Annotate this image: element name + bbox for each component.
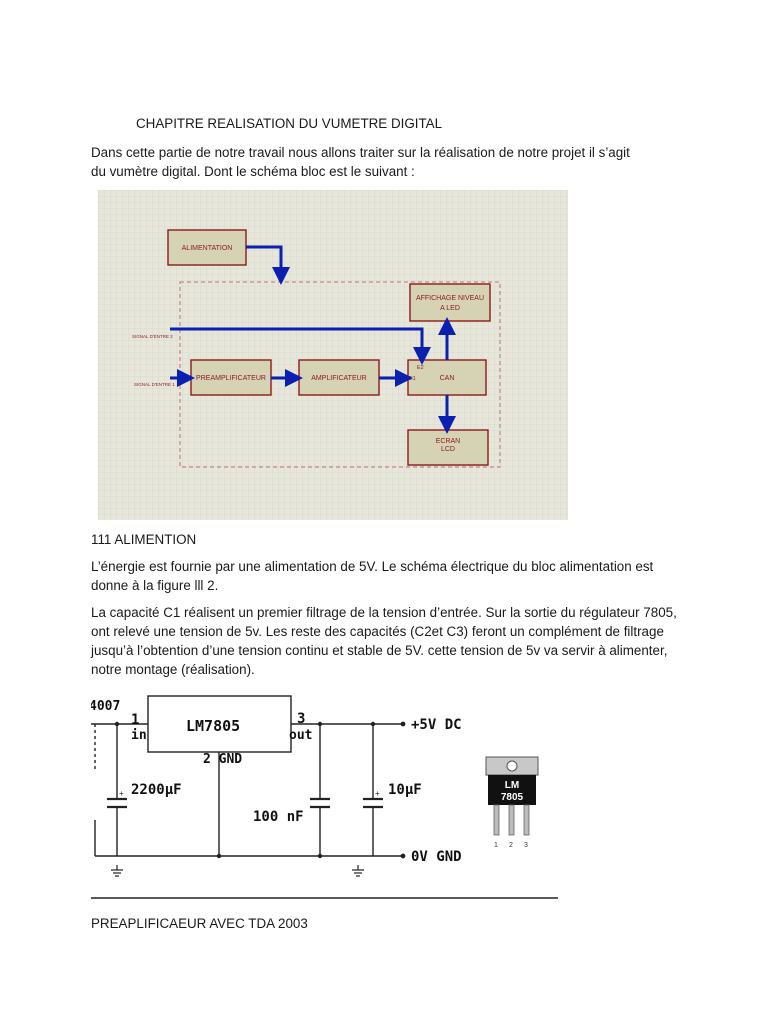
para2-line-1: L’énergie est fournie par une alimentati…: [91, 559, 654, 574]
para3-line-4: notre montage (réalisation).: [91, 662, 255, 677]
block-affichage-label-1: AFFICHAGE NIVEAU: [416, 295, 484, 302]
block-alimentation-label: ALIMENTATION: [182, 245, 233, 252]
footer-heading: PREAPLIFICAEUR AVEC TDA 2003: [91, 916, 308, 931]
package-label-2: 7805: [501, 792, 524, 803]
svg-text:+: +: [375, 789, 380, 798]
para3-line-3: jusqu’à l’obtention d’une tension contin…: [91, 643, 668, 658]
port-e1: E1: [409, 376, 416, 382]
block-preamp: [190, 359, 272, 396]
pin1-label: 1: [131, 712, 139, 728]
block-ecran-label-2: LCD: [441, 446, 455, 453]
block-ecran-label-1: ECRAN: [436, 438, 461, 445]
para2-line-2: donne à la figure lll 2.: [91, 578, 219, 593]
output-5v-label: +5V DC: [411, 717, 462, 733]
c1-label: 2200µF: [131, 782, 182, 798]
block-arrows: [170, 245, 456, 434]
block-affichage-label-2: A LED: [440, 305, 460, 312]
svg-text:+: +: [119, 789, 124, 798]
signal-1-label: SIGNAL D'ENTRE 1: [134, 382, 175, 387]
package-label-1: LM: [505, 780, 519, 791]
pin-out-label: out: [289, 728, 312, 743]
pin2-gnd-label: 2 GND: [203, 752, 242, 767]
regulator-box: [147, 695, 292, 753]
port-e2: E2: [417, 365, 424, 371]
package-pin-2: 2: [509, 842, 513, 849]
regulator-label: LM7805: [186, 717, 240, 735]
block-amp-label: AMPLIFICATEUR: [311, 375, 367, 382]
para3-line-2: ont relevé une tension de 5v. Les reste …: [91, 624, 664, 639]
c3-label: 10µF: [388, 782, 422, 798]
intro-line-2: du vumètre digital. Dont le schéma bloc …: [91, 164, 415, 179]
pin-in-label: in: [131, 728, 147, 743]
intro-line-1: Dans cette partie de notre travail nous …: [91, 145, 630, 160]
signal-2-label: SIGNAL D'ENTRE 2: [132, 334, 173, 339]
chapter-heading: CHAPITRE REALISATION DU VUMETRE DIGITAL: [136, 116, 443, 131]
ground-symbols: [111, 865, 364, 877]
block-affichage: [409, 283, 491, 322]
lm7805-package-picture: LM 7805 1 2 3: [485, 756, 539, 849]
block-ecran: [407, 429, 489, 466]
power-supply-schematic: + + 4007 1 in LM7805 3 out 2 GND +5V DC …: [91, 695, 558, 899]
block-diagram: ALIMENTATION AFFICHAGE NIVEAU A LED PREA…: [98, 190, 568, 520]
block-preamp-label: PREAMPLIFICATEUR: [196, 375, 266, 382]
block-can-label: CAN: [440, 375, 455, 382]
diode-label: 4007: [91, 699, 120, 714]
package-pin-3: 3: [524, 842, 528, 849]
block-amp: [298, 359, 380, 396]
c2-label: 100 nF: [253, 809, 304, 825]
pin3-label: 3: [297, 711, 305, 727]
section-alimentation: 111 ALIMENTION: [91, 532, 197, 547]
package-pin-1: 1: [494, 842, 498, 849]
gnd-0v-label: 0V GND: [411, 849, 462, 865]
para3-line-1: La capacité C1 réalisent un premier filt…: [91, 605, 677, 620]
